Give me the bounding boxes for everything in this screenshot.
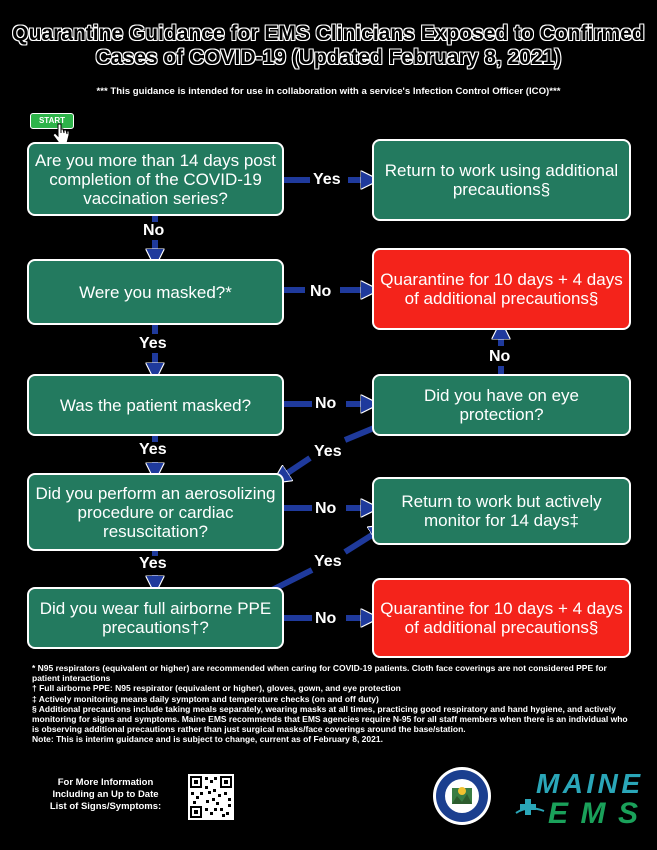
- state-seal-icon: [433, 767, 491, 825]
- label-no-2: No: [310, 283, 332, 300]
- more-info-text: For More Information Including an Up to …: [49, 777, 162, 812]
- box-return-work-precautions: Return to work using additional precauti…: [372, 139, 631, 221]
- box-aerosolizing-question: Did you perform an aerosolizing procedur…: [27, 473, 284, 551]
- label-yes-6: Yes: [314, 553, 342, 570]
- footnote-additional-precautions: § Additional precautions include taking …: [32, 703, 628, 735]
- footnote-interim-note: Note: This is interim guidance and is su…: [32, 734, 383, 745]
- label-no-3: No: [489, 348, 511, 365]
- box-quarantine-2: Quarantine for 10 days + 4 days of addit…: [372, 578, 631, 658]
- label-no-4: No: [315, 395, 337, 412]
- maine-ems-logo: MAINE EMS: [515, 768, 641, 827]
- hand-pointer-icon: [52, 123, 70, 144]
- label-no-6: No: [315, 610, 337, 627]
- box-patient-masked-question: Was the patient masked?: [27, 374, 284, 436]
- footnote-n95: * N95 respirators (equivalent or higher)…: [32, 663, 607, 684]
- label-no-5: No: [315, 500, 337, 517]
- label-yes-1: Yes: [313, 171, 341, 188]
- svg-text:EMS: EMS: [548, 797, 638, 827]
- footnotes: * N95 respirators (equivalent or higher)…: [32, 663, 632, 745]
- box-airborne-ppe-question: Did you wear full airborne PPE precautio…: [27, 587, 284, 649]
- label-no-1: No: [143, 222, 165, 239]
- svg-text:MAINE: MAINE: [536, 768, 641, 799]
- box-quarantine-1: Quarantine for 10 days + 4 days of addit…: [372, 248, 631, 330]
- box-vaccination-question: Are you more than 14 days post completio…: [27, 142, 284, 216]
- box-eye-protection-question: Did you have on eye protection?: [372, 374, 631, 436]
- start-button[interactable]: START: [30, 113, 74, 129]
- footnote-monitoring: ‡ Actively monitoring means daily sympto…: [32, 693, 379, 704]
- label-yes-2: Yes: [139, 335, 167, 352]
- label-yes-4: Yes: [139, 441, 167, 458]
- box-return-work-monitor: Return to work but actively monitor for …: [372, 477, 631, 545]
- footnote-airborne-ppe: † Full airborne PPE: N95 respirator (equ…: [32, 683, 401, 694]
- label-yes-5: Yes: [139, 555, 167, 572]
- page-subtitle: *** This guidance is intended for use in…: [96, 86, 561, 97]
- qr-code-icon[interactable]: [188, 774, 234, 820]
- page-title: Quarantine Guidance for EMS Clinicians E…: [12, 22, 645, 69]
- label-yes-3: Yes: [314, 443, 342, 460]
- box-masked-question: Were you masked?*: [27, 259, 284, 325]
